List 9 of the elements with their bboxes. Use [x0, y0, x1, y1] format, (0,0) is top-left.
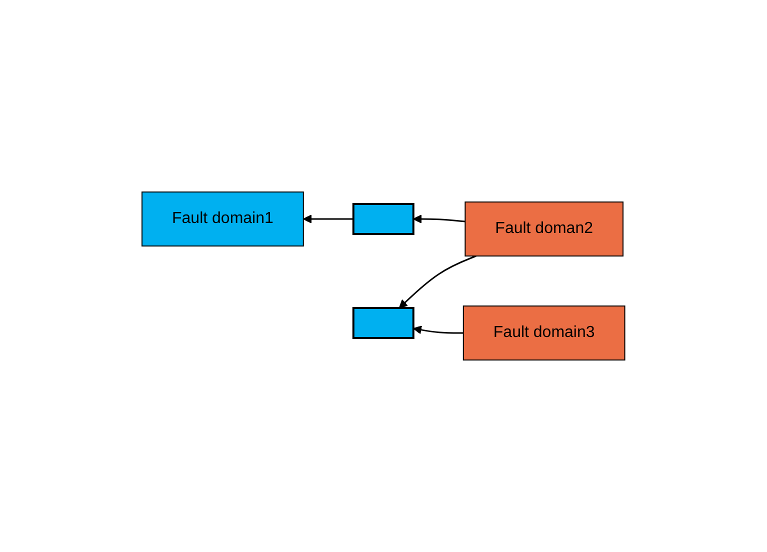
- arrow: [303, 214, 354, 224]
- arrow: [413, 214, 466, 224]
- arrow: [398, 255, 477, 308]
- node-box: Fault domain3: [463, 306, 626, 360]
- node-bar: [352, 203, 414, 235]
- node-box: Fault doman2: [464, 202, 624, 256]
- arrow: [413, 326, 464, 334]
- node-bar: [352, 307, 414, 339]
- node-box: Fault domain1: [142, 192, 304, 246]
